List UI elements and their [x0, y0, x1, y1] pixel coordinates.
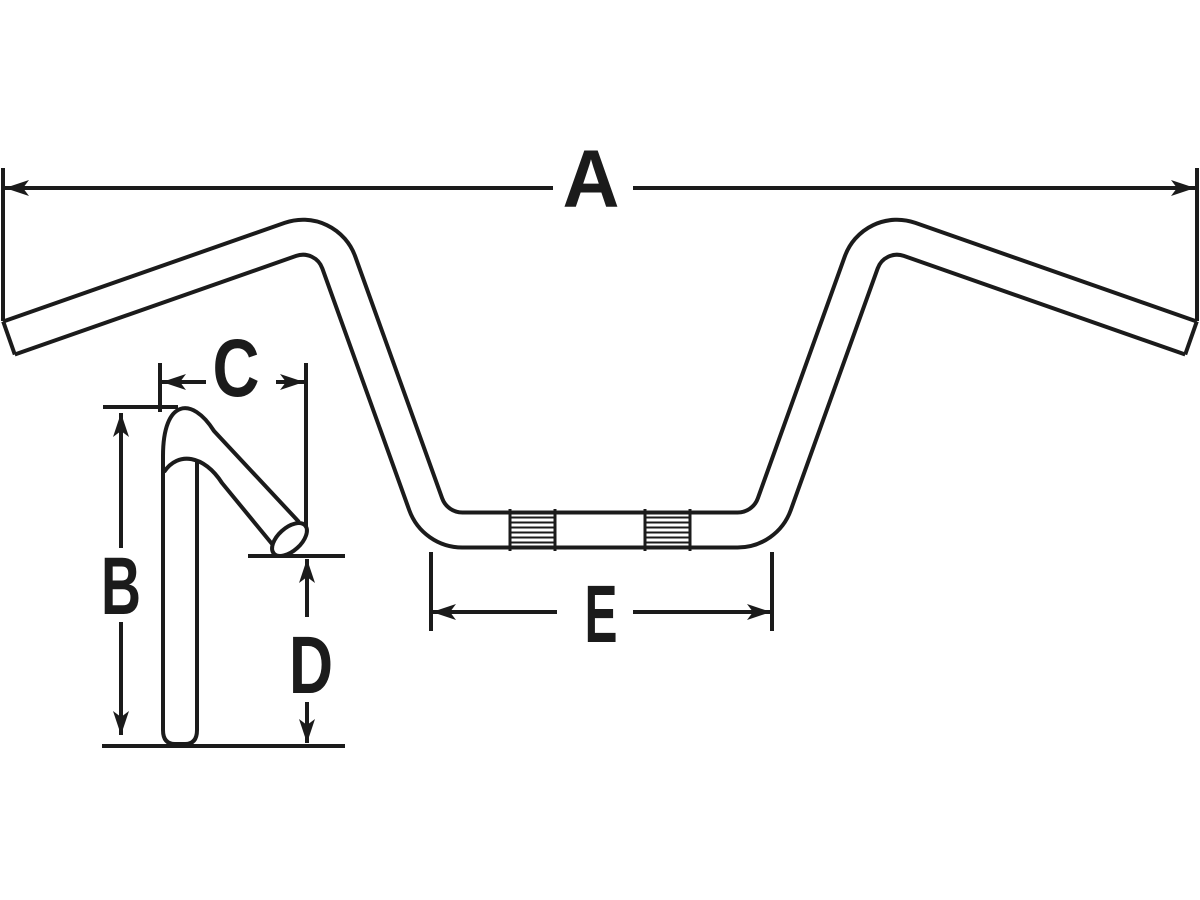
side-tube-outline	[161, 406, 301, 746]
left-tube-end-cap	[1, 320, 17, 356]
label-overall-width: A	[563, 134, 620, 225]
side-tube-inner-edge	[162, 456, 279, 552]
handlebar-tube-inner	[3, 221, 1197, 546]
right-knurl	[643, 509, 692, 551]
dimensions	[1, 168, 1199, 748]
label-end-rise: D	[289, 620, 333, 711]
side-view	[161, 406, 309, 746]
left-knurl	[508, 509, 557, 551]
label-top-width: C	[213, 323, 260, 414]
dimension-labels: A B C D E	[100, 133, 622, 713]
front-view	[1, 217, 1199, 551]
right-tube-end-cap	[1183, 320, 1199, 356]
label-overall-height: B	[101, 541, 141, 632]
label-clamp-width: E	[585, 569, 618, 660]
